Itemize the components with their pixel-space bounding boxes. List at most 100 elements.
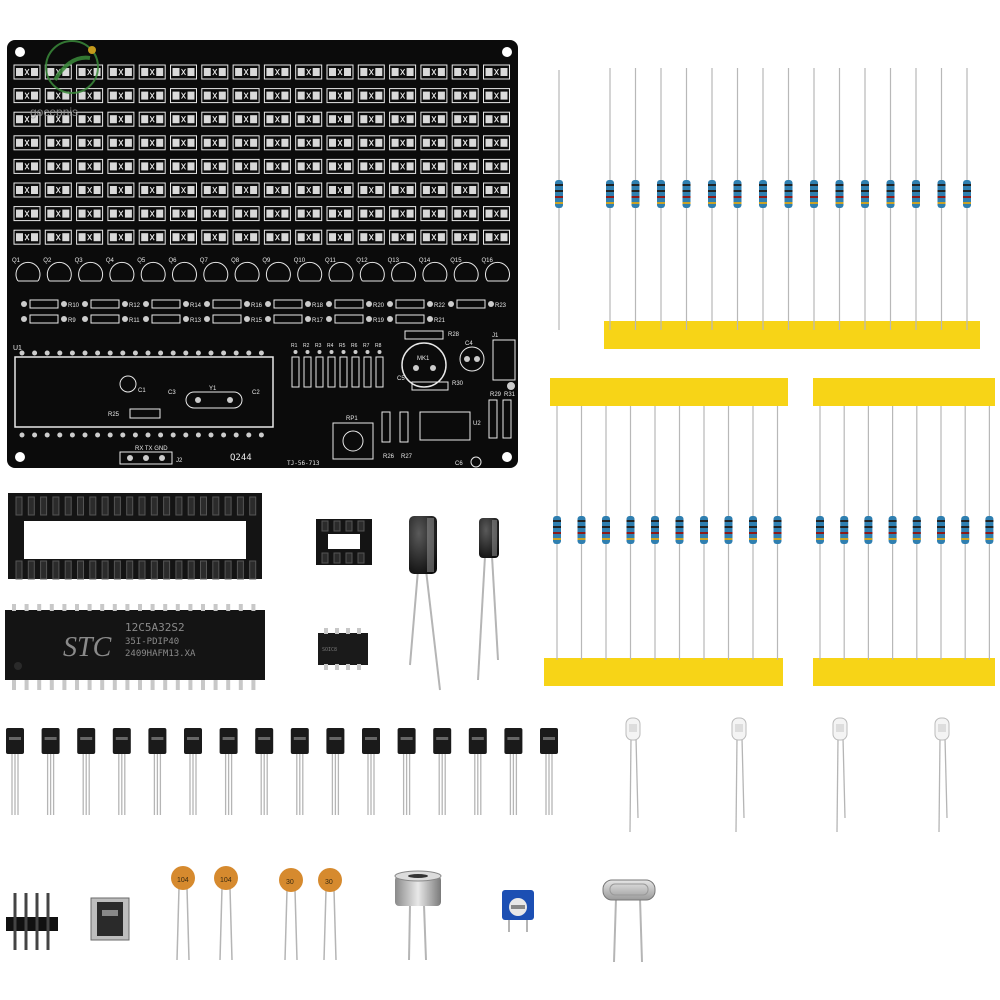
- array-resistor-label: R1: [291, 343, 298, 349]
- led-pad: [451, 206, 479, 222]
- led-pad: [326, 135, 354, 151]
- uart-header-footprint: RX TX GND J2: [119, 446, 183, 465]
- led-pad: [451, 229, 479, 245]
- led-pad: [201, 135, 229, 151]
- led-pad: [295, 111, 323, 127]
- ic-pin: [112, 680, 117, 690]
- transistor-label: Q10: [294, 258, 306, 264]
- led-pad: [326, 88, 354, 104]
- header-pins-label: RX TX GND: [135, 446, 168, 452]
- led-pad: [357, 158, 385, 174]
- transistor-footprint: Q15: [450, 258, 479, 282]
- r27-label: R27: [401, 454, 413, 460]
- led-pad: [451, 64, 479, 80]
- transistor-label: Q11: [325, 258, 337, 264]
- led-pad: [13, 88, 41, 104]
- ic-pin: [188, 680, 193, 690]
- resistor: [733, 68, 742, 330]
- tape-left-bottom: [544, 658, 783, 686]
- ic-pin: [175, 680, 180, 690]
- resistor-label: R20: [373, 303, 385, 309]
- led-pad: [263, 182, 291, 198]
- led-pad: [357, 206, 385, 222]
- led-pad: [13, 206, 41, 222]
- socket-pin: [15, 496, 23, 516]
- led: [832, 717, 848, 833]
- resistor: [912, 68, 920, 330]
- led-pad: [295, 158, 323, 174]
- socket-pin: [224, 560, 232, 580]
- resistor-label: R14: [190, 303, 202, 309]
- array-resistor-label: R2: [303, 343, 310, 349]
- led: [625, 717, 641, 833]
- u1-label: U1: [13, 345, 22, 352]
- u1-pin: [195, 432, 201, 438]
- led-pad: [201, 182, 229, 198]
- ic-pin: [324, 628, 328, 634]
- ic-pin: [138, 680, 142, 690]
- resistor: [840, 406, 849, 660]
- led-pad: [483, 88, 510, 104]
- led-matrix-pads: [13, 64, 510, 245]
- transistor: [77, 728, 96, 815]
- led-pad: [232, 158, 260, 174]
- transistor-label: Q9: [262, 258, 271, 264]
- led-pad: [201, 229, 229, 245]
- ic-pin: [163, 680, 168, 690]
- led-pad: [420, 158, 448, 174]
- led-pad: [357, 88, 385, 104]
- transistor: [468, 728, 487, 815]
- led-pad: [107, 64, 135, 80]
- transistor-label: Q13: [388, 258, 400, 264]
- resistor: [937, 68, 946, 330]
- u1-pin: [95, 350, 101, 356]
- led-pad: [13, 135, 41, 151]
- c4-label: C4: [465, 341, 473, 347]
- transistor: [290, 728, 309, 815]
- resistor-label: R17: [312, 318, 324, 324]
- u1-pin: [32, 432, 38, 438]
- u1-pin: [120, 350, 126, 356]
- array-resistor: R8: [375, 343, 384, 388]
- resistor: [912, 406, 921, 660]
- array-resistor: R6: [351, 343, 360, 388]
- socket-pin: [126, 560, 134, 580]
- led-pad: [483, 182, 510, 198]
- led-pad: [232, 229, 260, 245]
- led-pad: [451, 158, 479, 174]
- u1-pin: [170, 432, 176, 438]
- ic-pin: [251, 680, 256, 690]
- resistor-footprint: R21: [387, 314, 446, 324]
- array-resistor-label: R5: [339, 343, 346, 349]
- led-pad: [44, 111, 72, 127]
- mk1-footprint: MK1: [401, 342, 447, 388]
- led-pad: [76, 182, 104, 198]
- socket-pin: [163, 496, 171, 516]
- socket-pin: [224, 496, 232, 516]
- resistor: [606, 68, 614, 330]
- led-pad: [76, 135, 104, 151]
- resistor-footprint: R20: [326, 299, 385, 309]
- resistor: [864, 406, 873, 660]
- resistor: [985, 406, 994, 660]
- transistor-label: Q5: [137, 258, 146, 264]
- u1-pin: [120, 432, 126, 438]
- r26-label: R26: [383, 454, 395, 460]
- led-pad: [44, 158, 72, 174]
- y1-label: Y1: [209, 386, 217, 392]
- ic-pin: [324, 664, 328, 670]
- resistor: [861, 68, 869, 330]
- led-pad: [232, 206, 260, 222]
- led-pad: [483, 158, 510, 174]
- resistor-footprint: R22: [387, 299, 446, 309]
- led-pad: [420, 229, 448, 245]
- led-pad: [451, 182, 479, 198]
- ic-pin: [335, 628, 339, 634]
- led-pad: [170, 182, 197, 198]
- u1-pin: [258, 432, 264, 438]
- socket-pin: [64, 496, 72, 516]
- resistor-footprint: R9: [21, 314, 76, 324]
- socket-pin: [138, 560, 146, 580]
- led-pad: [107, 88, 135, 104]
- u1-footprint: U1 C1 Y1 C3 C2 R25: [13, 345, 274, 438]
